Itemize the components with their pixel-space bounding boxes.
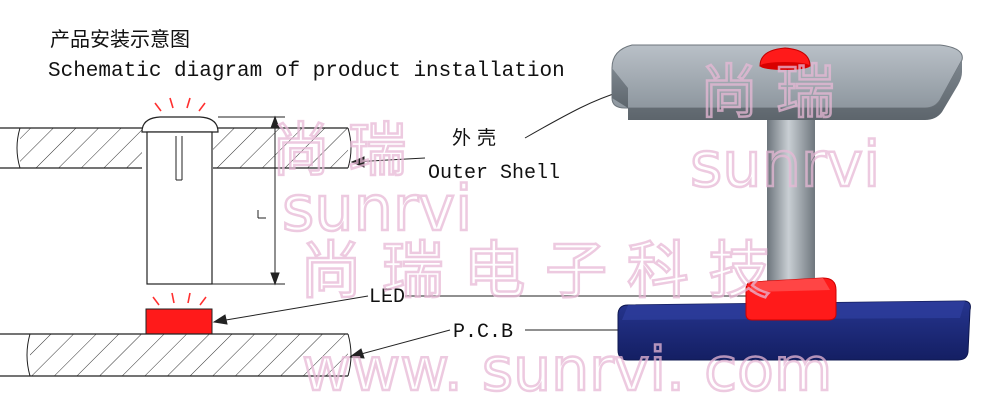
title-en: Schematic diagram of product installatio… [48,60,565,83]
watermark-brand-en-right: sunrvi [690,128,880,201]
watermark-site: www. sunrvi. com [302,335,832,400]
watermark-brand-zh-left: 尚 瑞 [272,116,406,184]
red-dome [759,47,811,67]
cross-section [0,97,352,377]
dimension-line [212,115,285,286]
light-guide-dome [141,116,219,133]
watermark: 尚 瑞 尚 瑞 sunrvi sunrvi 尚 瑞 电 子 科 技 www. s… [271,57,882,400]
watermark-brand-zh-right: 尚 瑞 [700,58,834,126]
watermark-brand-en-left: sunrvi [282,172,472,245]
title-zh: 产品安装示意图 [50,27,190,51]
led-chip-section [145,308,213,335]
render-3d [611,44,971,361]
outer-shell-label-zh: 外 壳 [452,127,496,149]
light-guide-stem [767,100,815,292]
light-guide-column [146,131,213,285]
pcb-label: P.C.B [453,321,513,344]
leaders [212,89,752,359]
light-rays-bottom [152,292,207,306]
watermark-brand-zh-long: 尚 瑞 电 子 科 技 [300,234,771,307]
light-rays-top [154,97,206,112]
outer-shell-label-en: Outer Shell [428,162,560,185]
led-label: LED [369,286,405,309]
